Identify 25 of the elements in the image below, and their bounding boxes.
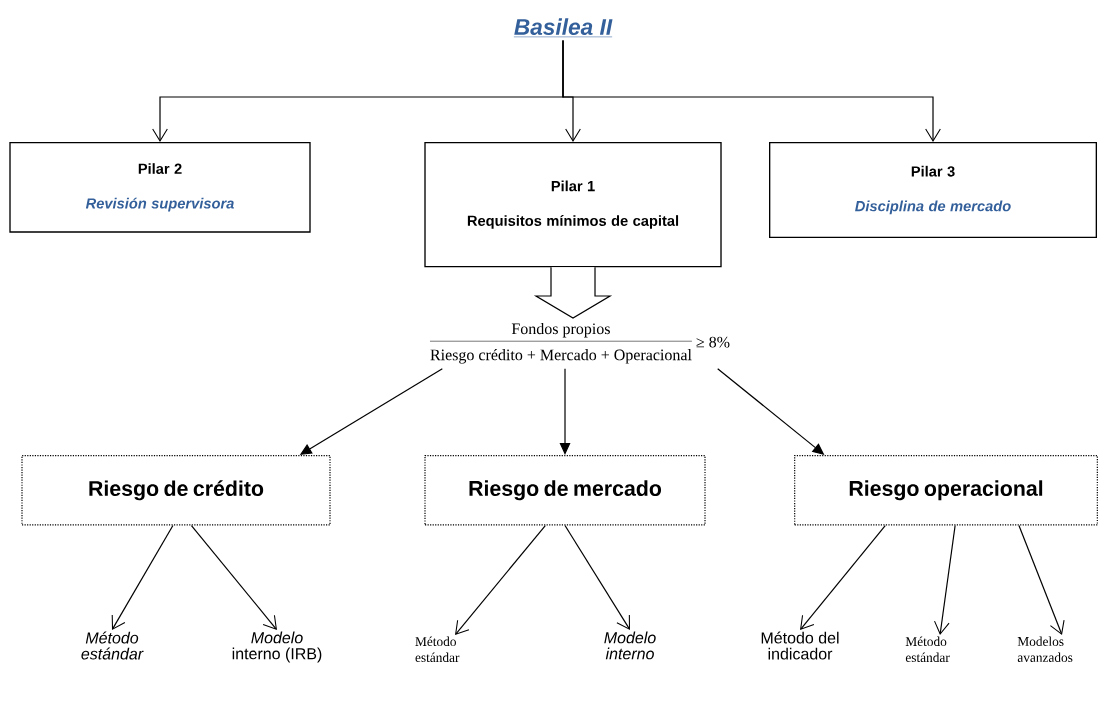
pillar-box: Pilar 3 Disciplina de mercado [769,142,1097,238]
arrow [111,524,174,630]
method-label: Método estándar [81,631,144,660]
arrow [455,524,546,635]
title: Basilea II [513,18,613,38]
arrow [562,40,941,142]
arrow [1018,524,1065,635]
arrow [559,368,571,455]
pillar-box: Pilar 1 Requisitos mínimos de capital [424,142,722,268]
arrow [800,524,886,630]
method-label: Modelos avanzados [1017,636,1073,662]
pillar-box: Pilar 2 Revisión supervisora [9,142,311,233]
block-arrow [533,266,613,319]
arrow [190,524,277,630]
risk-box: Riesgo de crédito [21,455,331,526]
method-label: Modelo interno (IRB) [232,631,322,663]
method-label: Modelo interno [604,631,656,660]
risk-box: Riesgo operacional [794,455,1098,526]
arrow [934,524,956,635]
method-label: Método estándar [415,636,460,662]
arrow [564,524,630,630]
ratio-formula: Fondos propios Riesgo crédito + Mercado + Operacional ≥ 8% [429,322,730,364]
risk-box: Riesgo de mercado [424,455,706,526]
method-label: Método estándar [905,636,950,662]
method-label: Método del indicador [761,631,839,660]
